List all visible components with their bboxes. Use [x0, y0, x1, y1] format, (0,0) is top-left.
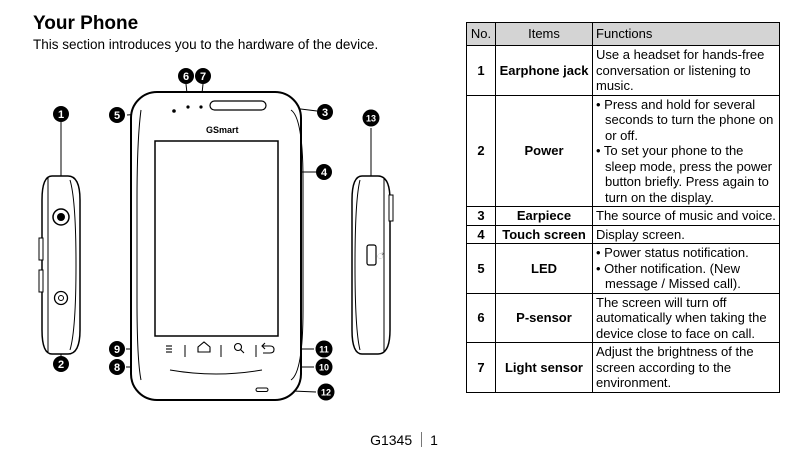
- callout-11: 11: [315, 340, 333, 358]
- page-footer: G1345 1: [0, 432, 808, 448]
- cell-functions: Display screen.: [592, 224, 780, 244]
- brand-logo: GSmart: [206, 125, 239, 135]
- callout-4: 4: [316, 164, 332, 180]
- phone-front-view: GSmart: [130, 91, 304, 401]
- callout-10: 10: [315, 358, 333, 376]
- cell-functions: Use a headset for hands-free conversatio…: [592, 45, 780, 96]
- usb-port-icon: [366, 244, 377, 266]
- phone-left-side-view: [38, 175, 81, 355]
- usb-symbol-icon: ්: [377, 251, 384, 261]
- svg-text:2: 2: [58, 359, 64, 371]
- cell-item: Power: [495, 94, 593, 207]
- cell-item: P-sensor: [495, 292, 593, 343]
- cell-no: 1: [466, 45, 496, 96]
- header-items: Items: [495, 22, 593, 46]
- led-indicator: [172, 109, 176, 113]
- callout-13: 13: [362, 109, 380, 127]
- cell-item: Earpiece: [495, 206, 593, 226]
- callout-12: 12: [317, 383, 335, 401]
- touch-screen: [154, 140, 279, 337]
- cell-functions: • Press and hold for several seconds to …: [592, 94, 780, 207]
- footer-separator: [421, 432, 423, 447]
- cell-item: LED: [495, 243, 593, 294]
- cell-item: Earphone jack: [495, 45, 593, 96]
- callout-5: 5: [109, 107, 125, 123]
- light-sensor: [199, 105, 203, 109]
- svg-text:13: 13: [366, 114, 376, 124]
- callout-8: 8: [109, 359, 125, 375]
- svg-text:3: 3: [322, 107, 328, 119]
- home-key-icon: [197, 341, 211, 353]
- callout-6: 6: [178, 68, 194, 84]
- footer-page-number: 1: [430, 432, 438, 448]
- svg-text:6: 6: [183, 71, 189, 83]
- earphone-jack-icon: [52, 208, 70, 226]
- function-text: Display screen.: [596, 226, 685, 242]
- header-no: No.: [466, 22, 496, 46]
- page-title: Your Phone: [33, 13, 139, 34]
- cell-functions: • Power status notification.• Other noti…: [592, 243, 780, 294]
- cell-functions: Adjust the brightness of the screen acco…: [592, 342, 780, 393]
- callout-3: 3: [317, 104, 333, 120]
- page-subtitle: This section introduces you to the hardw…: [33, 37, 379, 52]
- function-bullet: • Other notification. (New message / Mis…: [596, 260, 741, 292]
- cell-no: 4: [466, 224, 496, 244]
- table-header-row: No. Items Functions: [466, 22, 780, 46]
- function-text: The source of music and voice.: [596, 208, 776, 223]
- function-text: Use a headset for hands-free conversatio…: [596, 47, 765, 93]
- svg-text:9: 9: [114, 344, 120, 356]
- microphone: [255, 387, 269, 392]
- function-text: The screen will turn off automatically w…: [596, 294, 767, 341]
- cell-functions: The source of music and voice.: [592, 206, 780, 226]
- function-bullet: • Press and hold for several seconds to …: [596, 96, 774, 143]
- cell-item: Touch screen: [495, 224, 593, 244]
- cell-item: Light sensor: [495, 342, 593, 393]
- function-text: Adjust the brightness of the screen acco…: [596, 344, 754, 390]
- svg-text:10: 10: [319, 363, 329, 373]
- cell-no: 3: [466, 206, 496, 226]
- svg-text:12: 12: [321, 388, 331, 398]
- proximity-sensor: [186, 105, 190, 109]
- footer-model: G1345: [370, 432, 413, 448]
- back-key-icon: [261, 342, 275, 354]
- svg-text:11: 11: [319, 345, 329, 355]
- function-bullet: • To set your phone to the sleep mode, p…: [596, 143, 772, 205]
- menu-key-icon: [166, 345, 172, 353]
- power-button-icon: [53, 290, 69, 306]
- svg-text:4: 4: [321, 167, 328, 179]
- callout-markers: 1 2 3 4 5 6 7 8 9 10 11 12 13: [53, 68, 380, 401]
- cell-no: 6: [466, 292, 496, 343]
- svg-text:8: 8: [114, 362, 120, 374]
- callout-2: 2: [53, 356, 69, 372]
- svg-text:7: 7: [200, 71, 206, 83]
- svg-text:1: 1: [58, 109, 64, 121]
- callout-9: 9: [109, 341, 125, 357]
- callout-1: 1: [53, 106, 69, 122]
- header-functions: Functions: [592, 22, 780, 46]
- phone-right-side-view: ්: [351, 175, 394, 355]
- cell-no: 5: [466, 243, 496, 294]
- earpiece-grille: [209, 100, 267, 111]
- svg-text:5: 5: [114, 110, 120, 122]
- cell-no: 2: [466, 94, 496, 207]
- search-key-icon: [233, 342, 245, 354]
- cell-functions: The screen will turn off automatically w…: [592, 292, 780, 343]
- cell-no: 7: [466, 342, 496, 393]
- callout-7: 7: [195, 68, 211, 84]
- function-bullet: • Power status notification.: [596, 245, 749, 260]
